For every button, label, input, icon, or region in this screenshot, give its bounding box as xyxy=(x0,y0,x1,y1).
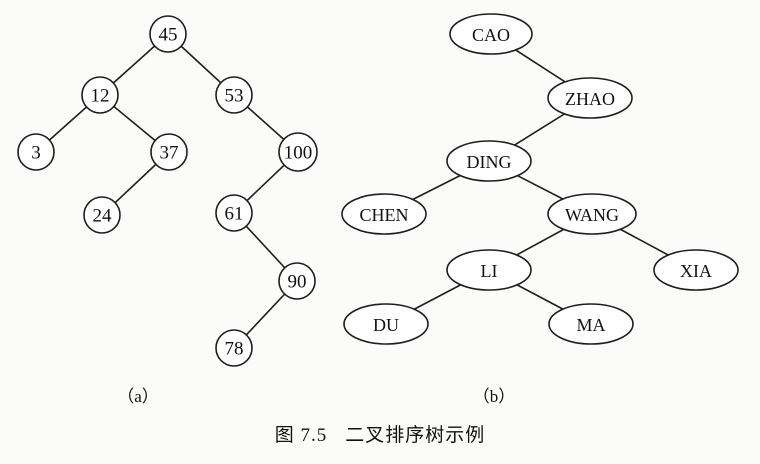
tree-a-label: （a） xyxy=(117,387,159,406)
tree-b-node-chen: CHEN xyxy=(341,193,427,235)
tree-b-node-label: DU xyxy=(373,315,399,335)
tree-a-node-37: 37 xyxy=(150,133,188,171)
tree-a-node-label: 3 xyxy=(31,143,41,164)
tree-b-node-ding: DING xyxy=(446,140,532,182)
tree-b-node-du: DU xyxy=(343,303,429,345)
tree-a-node-label: 78 xyxy=(225,339,244,360)
tree-a-node-shape xyxy=(215,194,253,232)
figure-number: 图 7.5 xyxy=(274,425,328,446)
tree-a-node-label: 37 xyxy=(160,143,179,164)
tree-b-label: （b） xyxy=(473,387,516,406)
tree-b-node-label: WANG xyxy=(565,205,619,225)
tree-b-node-label: LI xyxy=(481,261,498,281)
figure-caption: 图 7.5 二叉排序树示例 xyxy=(0,420,760,447)
tree-a-node-label: 53 xyxy=(225,86,244,107)
tree-b-node-wang: WANG xyxy=(547,193,637,235)
binary-search-trees-diagram: 45 12 53 3 37 100 24 61 90 78 CAO ZHAO DING CHEN WANG L… xyxy=(17,13,739,406)
tree-a-node-53: 53 xyxy=(215,76,253,114)
tree-b-node-label: MA xyxy=(576,315,605,335)
tree-b-node-shape xyxy=(547,77,633,119)
tree-b-node-li: LI xyxy=(446,249,532,291)
tree-a-node-3: 3 xyxy=(17,133,55,171)
tree-b-node-ma: MA xyxy=(548,303,634,345)
tree-b-node-shape xyxy=(341,193,427,235)
tree-b-node-cao: CAO xyxy=(449,13,533,55)
tree-b-node-label: CAO xyxy=(472,25,510,45)
tree-a-node-shape xyxy=(83,196,121,234)
tree-a-node-100: 100 xyxy=(278,132,318,172)
tree-a-node-shape xyxy=(278,262,316,300)
tree-a-node-label: 24 xyxy=(93,206,113,227)
tree-a-node-shape xyxy=(17,133,55,171)
tree-a-node-shape xyxy=(215,329,253,367)
tree-b-node-label: DING xyxy=(467,152,512,172)
tree-a-node-label: 100 xyxy=(284,143,313,164)
tree-a-node-label: 45 xyxy=(159,25,178,46)
tree-a-node-shape xyxy=(278,132,318,172)
tree-b-node-shape xyxy=(446,249,532,291)
tree-a-node-label: 12 xyxy=(91,86,110,107)
tree-b-node-shape xyxy=(446,140,532,182)
figure-title: 二叉排序树示例 xyxy=(345,424,486,446)
tree-b-node-shape xyxy=(343,303,429,345)
tree-a-node-90: 90 xyxy=(278,262,316,300)
tree-b-node-xia: XIA xyxy=(653,249,739,291)
tree-a-node-45: 45 xyxy=(149,15,187,53)
tree-b-node-label: CHEN xyxy=(360,205,409,225)
tree-a-node-shape xyxy=(149,15,187,53)
tree-b-node-zhao: ZHAO xyxy=(547,77,633,119)
tree-b-node-shape xyxy=(548,303,634,345)
tree-a-node-12: 12 xyxy=(81,76,119,114)
tree-a-node-shape xyxy=(81,76,119,114)
tree-a-node-78: 78 xyxy=(215,329,253,367)
tree-b-node-shape xyxy=(653,249,739,291)
tree-a-node-label: 61 xyxy=(225,204,244,225)
tree-b-node-shape xyxy=(547,193,637,235)
tree-a-node-24: 24 xyxy=(83,196,121,234)
tree-a-node-shape xyxy=(215,76,253,114)
tree-a-node-label: 90 xyxy=(288,272,307,293)
nodes-layer: 45 12 53 3 37 100 24 61 90 78 CAO ZHAO DING CHEN WANG L… xyxy=(17,13,739,367)
tree-a-node-61: 61 xyxy=(215,194,253,232)
tree-b-node-shape xyxy=(449,13,533,55)
tree-a-node-shape xyxy=(150,133,188,171)
tree-b-node-label: ZHAO xyxy=(565,89,615,109)
tree-b-node-label: XIA xyxy=(680,261,712,281)
